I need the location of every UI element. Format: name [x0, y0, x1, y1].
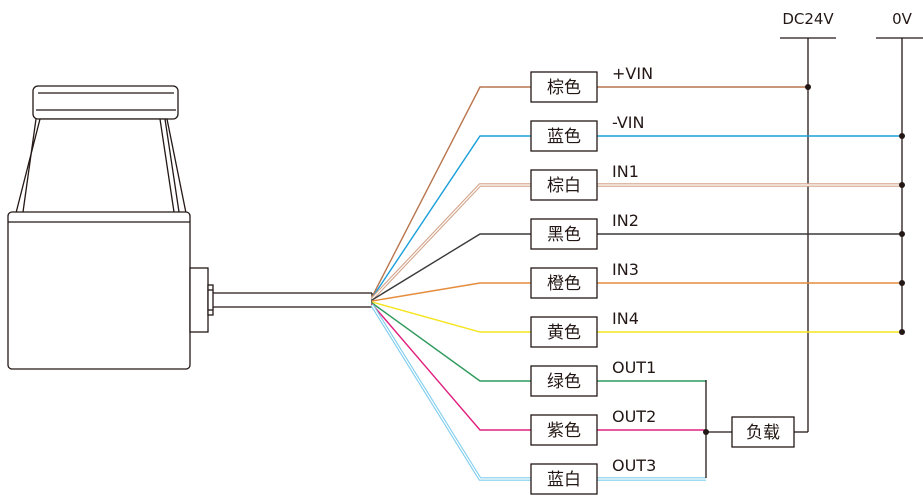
wire-color-label: 棕白: [547, 176, 581, 196]
junction-dot: [899, 133, 905, 139]
wire-line: [371, 302, 706, 382]
wire-2: 蓝色 -VIN: [371, 113, 905, 299]
load-block: 负载: [703, 380, 808, 478]
wire-signal-label: IN4: [612, 309, 639, 328]
wire-signal-label: OUT2: [612, 407, 656, 426]
dc24v-label: DC24V: [782, 10, 834, 28]
wire-color-label: 蓝色: [547, 127, 581, 147]
junction-dot: [899, 231, 905, 237]
wire-4: 黑色 IN2: [371, 211, 905, 301]
wire-color-box: [530, 414, 598, 446]
junction-dot: [899, 182, 905, 188]
wire-color-label: 棕色: [547, 78, 581, 98]
junction-dot: [899, 280, 905, 286]
wire-color-box: [530, 316, 598, 348]
wire-3: 棕白 IN1: [370, 162, 905, 301]
wire-7: 绿色 OUT1: [371, 302, 706, 397]
sensor-top-cap: [32, 85, 179, 120]
wire-5: 橙色 IN3: [371, 260, 905, 302]
wire-signal-label: OUT1: [612, 358, 656, 377]
junction-dot: [805, 84, 811, 90]
wire-color-label: 橙色: [547, 274, 581, 294]
wire-signal-label: OUT3: [612, 456, 656, 475]
load-label: 负载: [746, 423, 780, 443]
wire-line: [371, 233, 902, 301]
wire-signal-label: +VIN: [612, 64, 653, 83]
sensor-window: [15, 118, 187, 214]
wire-color-label: 绿色: [547, 372, 581, 392]
sensor-cable: [213, 292, 373, 308]
wire-color-box: [530, 169, 598, 201]
wire-6: 黄色 IN4: [371, 301, 905, 348]
wire-color-box: [530, 267, 598, 299]
wire-9: 蓝白 OUT3: [370, 304, 706, 495]
wire-stripe: [371, 304, 706, 480]
sensor-body: [7, 211, 191, 370]
wire-stripe: [371, 184, 902, 300]
wire-color-label: 黑色: [547, 225, 581, 245]
wire-signal-label: IN1: [612, 162, 639, 181]
wire-color-label: 黄色: [547, 323, 581, 343]
load-box: [731, 416, 795, 448]
wire-line: [371, 135, 902, 299]
power-rails: DC24V 0V: [780, 10, 923, 432]
wire-color-box: [530, 463, 598, 495]
wire-line: [371, 86, 808, 298]
wire-color-label: 紫色: [547, 421, 581, 441]
wire-color-box: [530, 120, 598, 152]
sensor-device: [7, 85, 373, 370]
wire-line: [370, 183, 902, 301]
wires: 棕色+VIN蓝色-VIN棕白IN1黑色IN2橙色IN3黄色IN4绿色OUT1紫色…: [370, 64, 905, 495]
wire-8: 紫色 OUT2: [371, 303, 706, 446]
wire-line: [371, 282, 902, 302]
wire-color-box: [530, 71, 598, 103]
wire-signal-label: IN3: [612, 260, 639, 279]
wire-line: [371, 301, 902, 333]
wire-signal-label: IN2: [612, 211, 639, 230]
wire-color-box: [530, 365, 598, 397]
wire-signal-label: -VIN: [612, 113, 644, 132]
wire-1: 棕色 +VIN: [371, 64, 811, 298]
wire-line: [371, 303, 706, 431]
zero-volt-label: 0V: [892, 10, 913, 28]
wire-color-label: 蓝白: [547, 470, 581, 490]
wire-color-box: [530, 218, 598, 250]
sensor-connector: [189, 267, 209, 333]
junction-dot: [703, 429, 709, 435]
junction-dot: [899, 329, 905, 335]
